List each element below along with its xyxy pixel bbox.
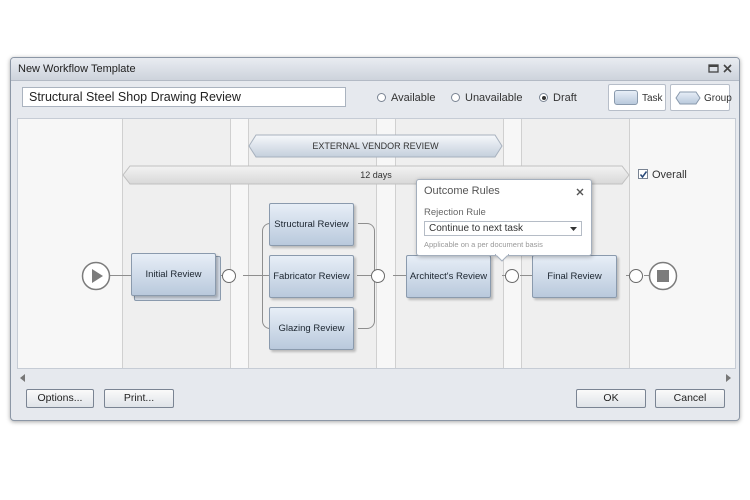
task-button-label: Task: [642, 93, 663, 104]
template-name-input[interactable]: [22, 87, 346, 107]
junction-node[interactable]: [629, 269, 643, 283]
workflow-canvas[interactable]: EXTERNAL VENDOR REVIEW 12 days Overall: [17, 118, 736, 369]
junction-node[interactable]: [222, 269, 236, 283]
flow-connector: [243, 275, 279, 276]
popup-pointer: [495, 254, 509, 262]
start-icon[interactable]: [81, 261, 111, 291]
rejection-rule-value: Continue to next task: [429, 223, 523, 234]
status-radio-available[interactable]: Available: [377, 92, 435, 104]
task-fabricator-review[interactable]: Fabricator Review: [269, 255, 354, 298]
task-initial-review[interactable]: Initial Review: [131, 253, 216, 296]
flow-connector: [393, 275, 416, 276]
overall-checkbox[interactable]: Overall: [638, 169, 687, 181]
radio-label: Unavailable: [465, 92, 523, 104]
radio-circle-icon: [451, 93, 460, 102]
add-task-button[interactable]: Task: [608, 84, 666, 111]
lane-divider: [230, 119, 231, 368]
title-bar: New Workflow Template: [11, 58, 739, 81]
horizontal-scrollbar[interactable]: [17, 368, 734, 382]
task-final-review[interactable]: Final Review: [532, 255, 617, 298]
external-vendor-banner[interactable]: EXTERNAL VENDOR REVIEW: [312, 141, 439, 151]
maximize-icon[interactable]: [708, 63, 719, 74]
flow-connector: [626, 275, 631, 276]
chevron-down-icon: [570, 227, 577, 231]
radio-selected-icon: [539, 93, 548, 102]
radio-circle-icon: [377, 93, 386, 102]
task-shape-icon: [614, 90, 638, 105]
group-button-label: Group: [704, 93, 732, 104]
popup-close-icon[interactable]: [575, 184, 585, 202]
status-radio-draft[interactable]: Draft: [539, 92, 577, 104]
scroll-right-icon[interactable]: [725, 369, 731, 387]
checkbox-checked-icon: [638, 169, 648, 179]
window-title: New Workflow Template: [18, 63, 136, 75]
overall-label: Overall: [652, 169, 687, 181]
outcome-rules-popup: Outcome Rules Rejection Rule Continue to…: [416, 179, 592, 262]
junction-node[interactable]: [371, 269, 385, 283]
duration-banner[interactable]: 12 days: [360, 170, 392, 180]
ok-button[interactable]: OK: [576, 389, 646, 408]
junction-node[interactable]: [505, 269, 519, 283]
add-group-button[interactable]: Group: [670, 84, 732, 111]
task-glazing-review[interactable]: Glazing Review: [269, 307, 354, 350]
group-shape-icon: [675, 91, 701, 105]
workflow-template-window: New Workflow Template Available Unavaila…: [10, 57, 740, 421]
external-vendor-banner-shape: [248, 134, 503, 158]
flow-connector: [502, 275, 507, 276]
rejection-rule-select[interactable]: Continue to next task: [424, 221, 582, 236]
lane-divider: [629, 119, 630, 368]
end-stop-icon[interactable]: [648, 261, 678, 291]
cancel-button[interactable]: Cancel: [655, 389, 725, 408]
flow-connector: [357, 275, 380, 276]
flow-connector: [110, 275, 132, 276]
print-button[interactable]: Print...: [104, 389, 174, 408]
status-radio-unavailable[interactable]: Unavailable: [451, 92, 522, 104]
scroll-left-icon[interactable]: [20, 369, 26, 387]
popup-hint: Applicable on a per document basis: [424, 240, 543, 249]
lane-divider: [376, 119, 377, 368]
lane-divider: [395, 119, 396, 368]
flow-connector: [520, 275, 542, 276]
lane-divider: [122, 119, 123, 368]
toolbar: Available Unavailable Draft Task Group: [11, 81, 739, 117]
lane-divider: [248, 119, 249, 368]
radio-label: Draft: [553, 92, 577, 104]
popup-title: Outcome Rules: [424, 185, 500, 197]
close-icon[interactable]: [722, 63, 733, 74]
task-structural-review[interactable]: Structural Review: [269, 203, 354, 246]
radio-label: Available: [391, 92, 436, 104]
rejection-rule-label: Rejection Rule: [424, 207, 486, 218]
options-button[interactable]: Options...: [26, 389, 94, 408]
lane-band: [122, 119, 230, 368]
task-architects-review[interactable]: Architect's Review: [406, 255, 491, 298]
